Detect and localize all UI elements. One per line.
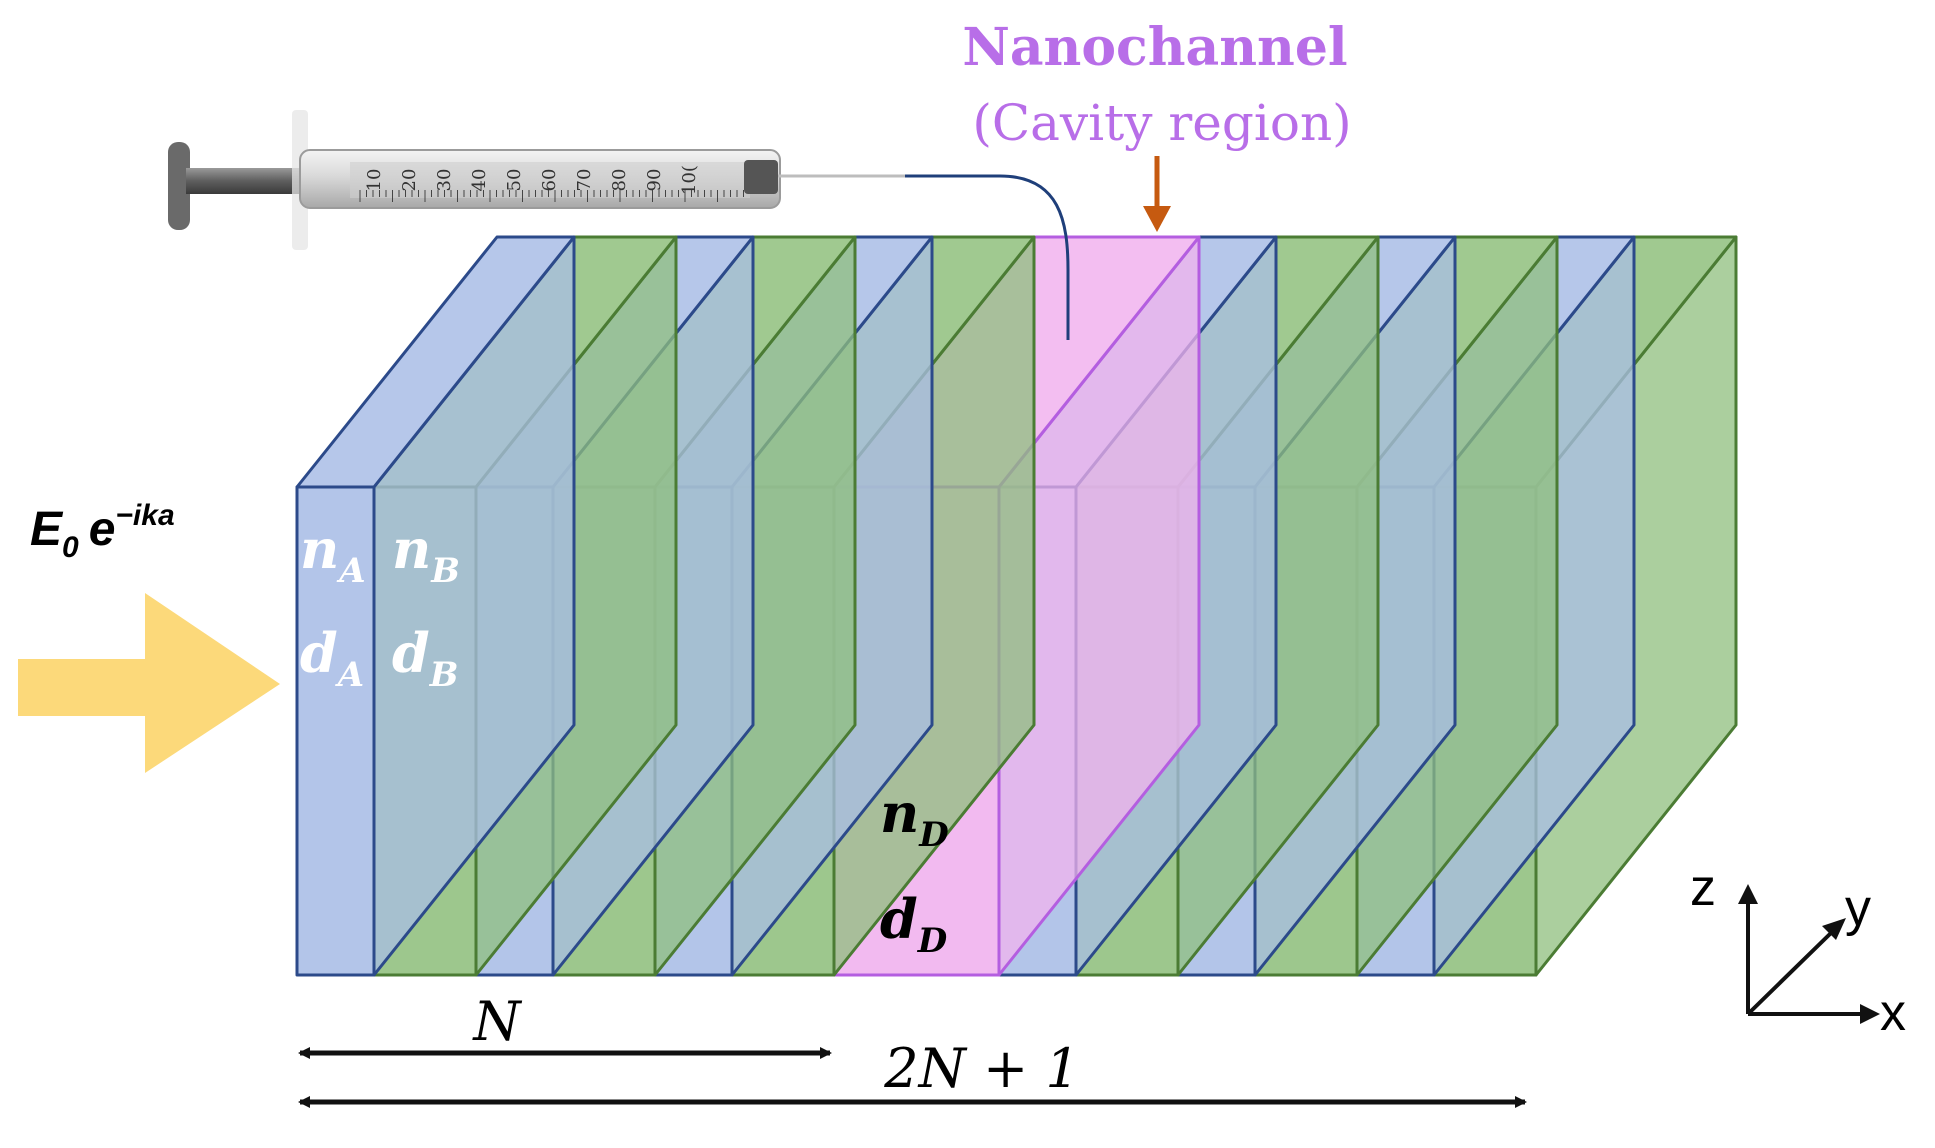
syringe-scale-label: 40 <box>469 169 490 192</box>
syringe-scale-label: 10( <box>679 165 700 195</box>
label-dD: dD <box>880 887 948 961</box>
syringe-scale-label: 10 <box>364 169 385 192</box>
coordinate-axes <box>1746 902 1862 1016</box>
total-layers-label: 2N + 1 <box>883 1037 1080 1100</box>
syringe-scale: 10 20 30 40 50 60 70 80 90 10( <box>359 165 744 202</box>
syringe: 10 20 30 40 50 60 70 80 90 10( <box>168 110 1070 340</box>
syringe-plunger-rod <box>186 168 306 194</box>
syringe-scale-label: 80 <box>609 169 630 192</box>
layer-A-1 <box>295 235 576 977</box>
x-axis-label: x <box>1880 984 1906 1042</box>
x-axis-arrowhead <box>1860 1004 1880 1024</box>
syringe-scale-label: 30 <box>434 169 455 192</box>
y-axis-arrowhead <box>1822 918 1846 940</box>
z-axis-label: z <box>1690 859 1716 917</box>
incident-light-arrow <box>18 593 280 773</box>
syringe-scale-label: 20 <box>399 169 420 192</box>
cavity-region-subtitle: (Cavity region) <box>972 94 1351 152</box>
label-dB: dB <box>392 621 459 695</box>
n-period-label: N <box>471 990 522 1053</box>
syringe-hub <box>744 160 778 194</box>
label-nB: nB <box>392 517 460 591</box>
label-nA: nA <box>300 517 366 591</box>
multilayer-stack <box>295 235 1738 977</box>
syringe-scale-label: 90 <box>644 169 665 192</box>
syringe-scale-label: 50 <box>504 169 525 192</box>
nanochannel-title: Nanochannel <box>962 17 1347 78</box>
y-axis-line <box>1746 930 1834 1016</box>
syringe-scale-label: 60 <box>539 169 560 192</box>
label-dA: dA <box>300 621 364 695</box>
cavity-pointer-arrow <box>1143 156 1171 232</box>
syringe-scale-label: 70 <box>574 169 595 192</box>
y-axis-label: y <box>1845 879 1871 937</box>
injection-tube <box>905 174 1070 340</box>
syringe-plunger-cap <box>168 142 190 230</box>
z-axis-arrowhead <box>1738 884 1758 904</box>
label-nD: nD <box>880 781 949 855</box>
